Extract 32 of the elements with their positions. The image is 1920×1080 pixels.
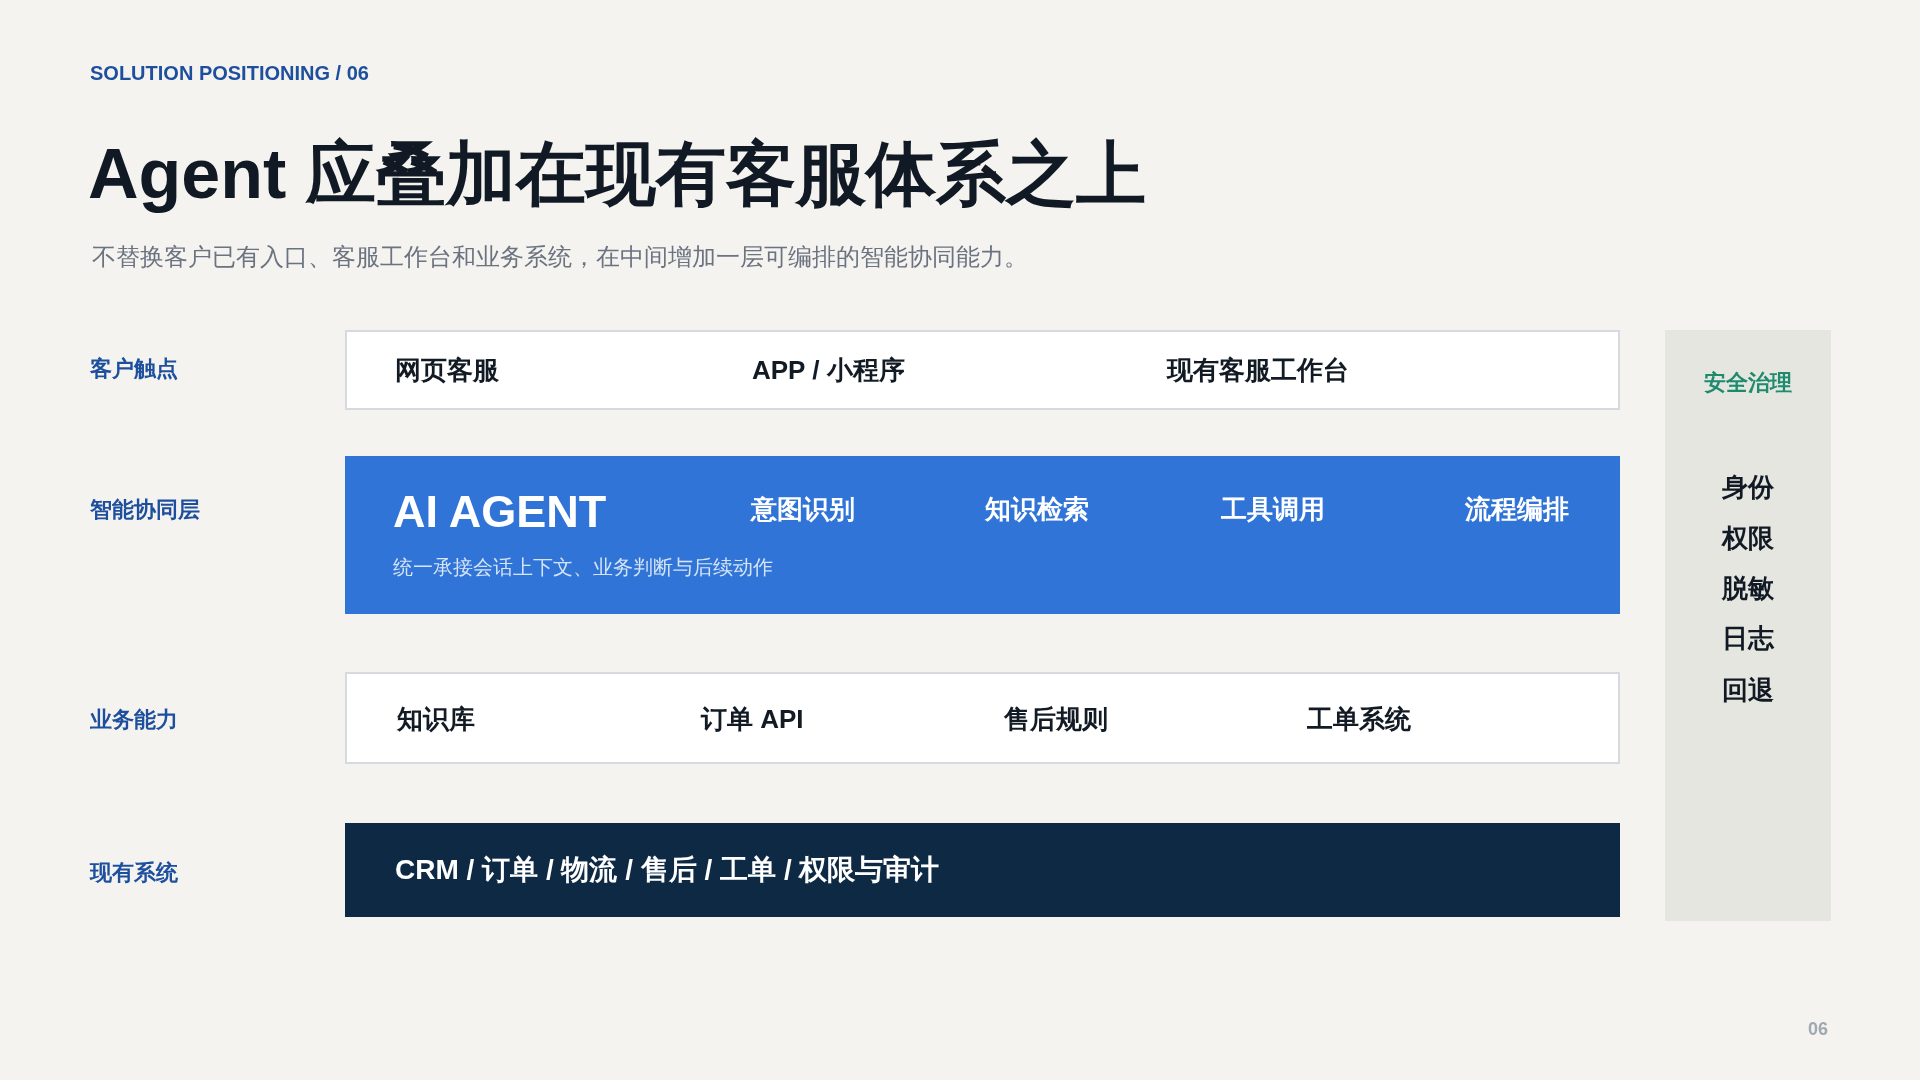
capability-label: 网页客服 bbox=[395, 355, 499, 387]
capability-label: 知识检索 bbox=[985, 494, 1089, 526]
capability-label: 知识库 bbox=[397, 704, 475, 736]
subtitle: 不替换客户已有入口、客服工作台和业务系统，在中间增加一层可编排的智能协同能力。 bbox=[92, 242, 1028, 272]
layer-band bbox=[345, 672, 1620, 764]
governance-label: 脱敏 bbox=[1720, 573, 1775, 605]
capability-label: 流程编排 bbox=[1465, 494, 1569, 526]
row-label: 现有系统 bbox=[90, 859, 178, 887]
capability-label: 意图识别 bbox=[751, 494, 855, 526]
systems-text: CRM / 订单 / 物流 / 售后 / 工单 / 权限与审计 bbox=[395, 853, 940, 887]
panel-heading: 安全治理 bbox=[1703, 369, 1793, 397]
layer-band bbox=[345, 823, 1620, 917]
row-label: 客户触点 bbox=[90, 355, 178, 383]
governance-label: 权限 bbox=[1720, 523, 1775, 555]
governance-label: 日志 bbox=[1721, 623, 1775, 655]
capability-label: 现有客服工作台 bbox=[1167, 355, 1349, 387]
governance-label: 身份 bbox=[1721, 472, 1775, 504]
row-label: 业务能力 bbox=[90, 706, 178, 734]
row-label: 智能协同层 bbox=[90, 496, 200, 524]
capability-label: 订单 API bbox=[701, 704, 804, 736]
slide-title: Agent 应叠加在现有客服体系之上 bbox=[88, 134, 1146, 215]
page-number: 06 bbox=[1808, 1019, 1829, 1041]
capability-label: 售后规则 bbox=[1004, 704, 1108, 736]
capability-label: 工具调用 bbox=[1221, 494, 1325, 526]
layer-band bbox=[345, 330, 1620, 410]
capability-label: 工单系统 bbox=[1307, 704, 1411, 736]
layer-band bbox=[345, 456, 1620, 614]
capability-label: APP / 小程序 bbox=[752, 355, 905, 387]
description-text: 统一承接会话上下文、业务判断与后续动作 bbox=[393, 555, 773, 579]
governance-label: 回退 bbox=[1721, 675, 1775, 707]
section-kicker: SOLUTION POSITIONING / 06 bbox=[90, 61, 369, 85]
agent-heading: AI AGENT bbox=[393, 485, 607, 539]
